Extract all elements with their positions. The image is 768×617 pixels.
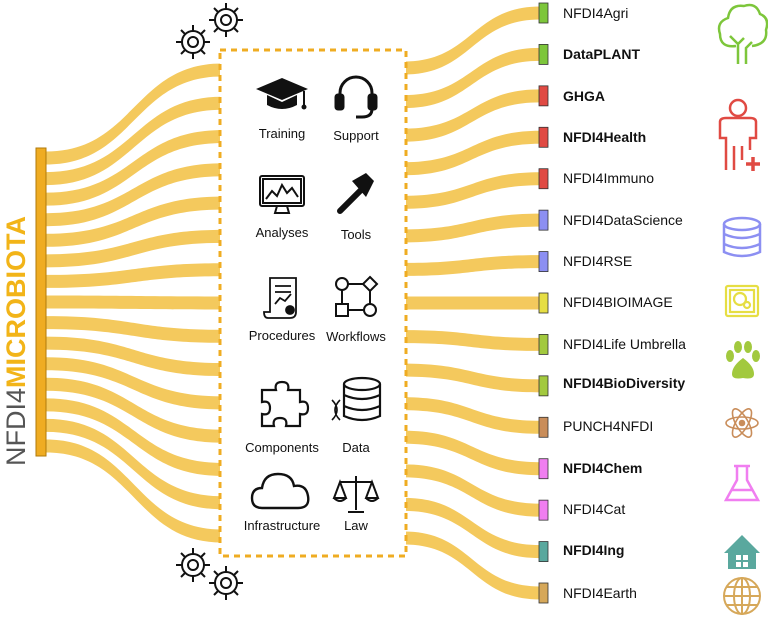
- flow-ribbon: [46, 316, 222, 343]
- database-icon: [722, 216, 762, 258]
- consortium-marker: [538, 126, 549, 148]
- consortium-marker: [538, 334, 549, 355]
- consortium-label: NFDI4Health: [563, 129, 647, 145]
- consortium-label: NFDI4Life Umbrella: [563, 336, 686, 352]
- flow-ribbon: [46, 398, 222, 476]
- graduation-cap-icon: [256, 78, 308, 110]
- consortium-marker: [538, 168, 549, 190]
- consortium-label: NFDI4DataScience: [563, 212, 683, 228]
- scroll-icon: [263, 277, 297, 319]
- microbiota-bar: [35, 147, 47, 457]
- database-dna-icon: [331, 376, 382, 422]
- consortium-label: NFDI4Earth: [563, 585, 637, 601]
- flow-ribbon: [404, 497, 540, 559]
- flow-ribbon: [46, 130, 222, 206]
- consortium-markers: [538, 2, 549, 604]
- consortium-marker: [538, 541, 549, 562]
- globe-icon: [723, 577, 761, 615]
- flow-ribbon: [404, 130, 540, 176]
- consortium-label: NFDI4Immuno: [563, 170, 655, 186]
- service-label-workflows: Workflows: [326, 329, 386, 344]
- flow-ribbon: [404, 397, 540, 434]
- gears-icon: [176, 548, 243, 600]
- right-flows: [404, 6, 540, 600]
- consortium-label: GHGA: [563, 88, 605, 104]
- hammer-icon: [337, 173, 374, 214]
- flask-icon: [723, 464, 761, 502]
- flowchart-icon: [335, 275, 379, 317]
- services-box: [218, 48, 408, 558]
- microscope-image-icon: [724, 284, 760, 318]
- service-label-infrastructure: Infrastructure: [243, 518, 321, 533]
- consortium-marker: [538, 292, 549, 314]
- consortium-marker: [538, 85, 549, 107]
- flow-ribbon: [404, 430, 540, 476]
- consortium-marker: [538, 44, 549, 65]
- consortium-label: NFDI4BioDiversity: [563, 375, 686, 391]
- flow-ribbon: [46, 439, 222, 543]
- consortium-marker: [538, 251, 549, 272]
- flow-ribbon: [46, 357, 222, 410]
- headset-icon: [334, 75, 378, 119]
- flow-ribbon: [46, 229, 222, 268]
- consortium-label: NFDI4Cat: [563, 501, 626, 517]
- flow-ribbon: [404, 531, 540, 600]
- flow-ribbon: [404, 6, 540, 75]
- consortium-marker: [538, 582, 549, 604]
- left-flows: [46, 63, 222, 543]
- consortium-label: NFDI4RSE: [563, 253, 633, 269]
- service-label-data: Data: [342, 440, 370, 455]
- flow-ribbon: [404, 296, 540, 310]
- consortium-marker: [538, 209, 549, 231]
- tree-icon: [717, 3, 768, 64]
- flow-ribbon: [46, 263, 222, 288]
- puzzle-icon: [260, 380, 310, 428]
- flow-ribbon: [404, 464, 540, 517]
- flow-ribbon: [404, 213, 540, 243]
- consortium-marker: [538, 2, 549, 24]
- consortium-label: NFDI4Chem: [563, 460, 643, 476]
- consortium-marker: [538, 458, 549, 480]
- cloud-icon: [250, 472, 310, 510]
- consortium-label: DataPLANT: [563, 46, 641, 62]
- flow-ribbon: [46, 63, 222, 165]
- service-label-training: Training: [258, 126, 306, 141]
- service-label-components: Components: [245, 440, 319, 455]
- atom-icon: [725, 408, 759, 438]
- consortium-marker: [538, 375, 549, 397]
- monitor-chart-icon: [259, 175, 305, 214]
- consortium-label: PUNCH4NFDI: [563, 418, 654, 434]
- scales-icon: [332, 476, 380, 513]
- flow-ribbon: [46, 163, 222, 227]
- title-prefix: NFDI4: [1, 387, 31, 466]
- flow-ribbon: [404, 363, 540, 393]
- consortium-marker: [538, 416, 549, 438]
- consortium-marker: [538, 499, 549, 521]
- flow-ribbon: [404, 47, 540, 109]
- gears-icon: [176, 3, 243, 59]
- title-highlight: MICROBIOTA: [1, 216, 31, 388]
- flow-ribbon: [404, 172, 540, 209]
- flow-ribbon: [46, 377, 222, 443]
- flow-ribbon: [46, 336, 222, 377]
- service-label-tools: Tools: [340, 227, 372, 242]
- flow-ribbon: [404, 89, 540, 142]
- consortium-label: NFDI4Agri: [563, 5, 629, 21]
- flow-ribbon: [46, 96, 222, 186]
- flow-ribbon: [404, 255, 540, 276]
- flow-ribbon: [46, 196, 222, 247]
- service-label-analyses: Analyses: [255, 225, 309, 240]
- flow-ribbon: [46, 418, 222, 510]
- flow-ribbon: [404, 330, 540, 351]
- service-label-support: Support: [333, 128, 379, 143]
- house-icon: [724, 535, 760, 569]
- consortium-label: NFDI4BIOIMAGE: [563, 294, 673, 310]
- person-health-icon: [718, 98, 760, 171]
- consortium-label: NFDI4Ing: [563, 542, 625, 558]
- service-label-procedures: Procedures: [248, 328, 316, 343]
- service-label-law: Law: [344, 518, 368, 533]
- paw-icon: [726, 341, 760, 379]
- flow-ribbon: [46, 295, 222, 310]
